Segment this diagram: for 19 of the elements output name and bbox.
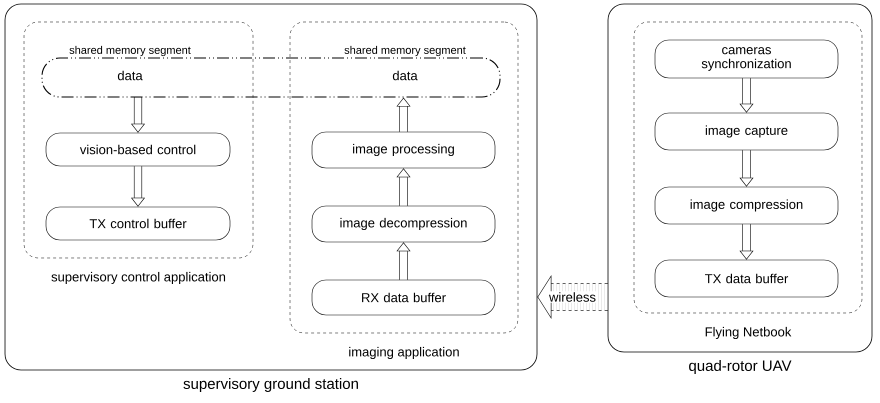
box-label: TX control buffer xyxy=(90,218,186,228)
application-label: Flying Netbook xyxy=(706,326,792,340)
box-label: image decompression xyxy=(340,218,467,230)
box-label: vision-based control xyxy=(80,144,196,154)
edge-label: wireless xyxy=(548,291,597,303)
box-label: TX data buffer xyxy=(705,274,788,284)
application-label: supervisory control application xyxy=(51,272,226,284)
band-label: data xyxy=(392,70,418,80)
segment-caption: shared memory segment xyxy=(343,44,467,58)
box-label: cameras synchronization xyxy=(702,47,791,71)
box-label: RX data buffer xyxy=(362,292,446,302)
band-label: data xyxy=(118,70,143,80)
box-label: image processing xyxy=(353,144,454,156)
box-label: image compression xyxy=(690,199,802,212)
system-label: quad-rotor UAV xyxy=(689,360,792,374)
system-label: supervisory ground station xyxy=(183,378,358,392)
segment-caption: shared memory segment xyxy=(68,44,192,58)
box-label: image capture xyxy=(706,125,788,138)
application-label: imaging application xyxy=(349,346,459,360)
